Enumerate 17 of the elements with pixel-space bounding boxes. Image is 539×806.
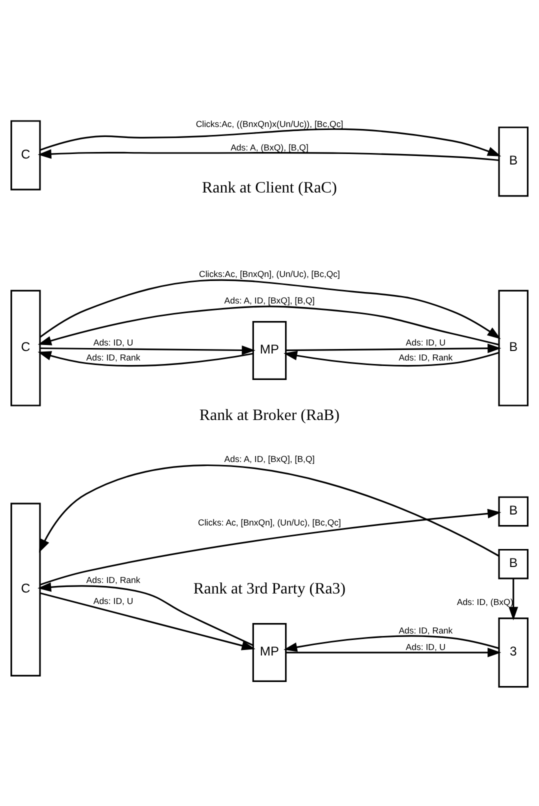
edge-label: Ads: A, ID, [BxQ], [B,Q] <box>224 294 315 305</box>
edge-label: Ads: ID, U <box>406 337 446 348</box>
label: Rank at Broker (RaB) <box>199 406 340 424</box>
edge-label: Ads: ID, Rank <box>398 352 453 362</box>
edge-label: Ads: ID, U <box>406 641 446 652</box>
label: Rank at Client (RaC) <box>202 179 337 196</box>
edge-label: Ads: A, ID, [BxQ], [B,Q] <box>224 453 315 464</box>
label: Rank at 3rd Party (Ra3) <box>193 580 346 598</box>
edge-label: Ads: ID, Rank <box>86 574 140 585</box>
edge-label: Clicks:Ac, ((BnxQn)x(Un/Uc)), [Bc,Qc] <box>196 118 344 129</box>
edge-label: Ads: ID, U <box>93 337 134 348</box>
edge-label: Ads: A, (BxQ), [B,Q] <box>230 142 308 152</box>
edge-label: Clicks:Ac, [BnxQn], (Un/Uc), [Bc,Qc] <box>199 268 340 279</box>
edge-label: Clicks: Ac, [BnxQn], (Un/Uc), [Bc,Qc] <box>198 517 341 528</box>
edge-label: Ads: ID, U <box>93 595 134 606</box>
edge-label: Ads: ID, Rank <box>398 624 453 635</box>
edge-label: Ads: ID, Rank <box>86 352 140 362</box>
